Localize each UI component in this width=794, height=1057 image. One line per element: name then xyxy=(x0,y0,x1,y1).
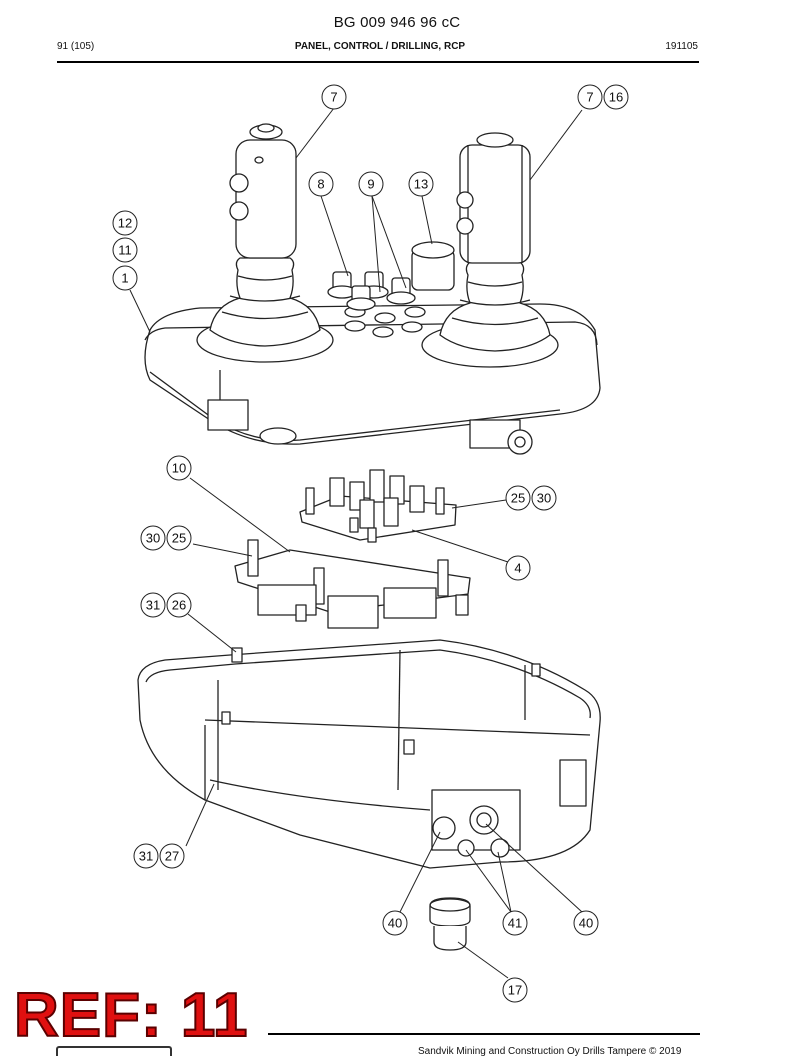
callout-11 xyxy=(112,237,138,263)
callout-label-25b: 25 xyxy=(172,531,186,546)
callout-label-31b: 31 xyxy=(139,849,153,864)
callout-7a xyxy=(321,84,347,110)
callout-27 xyxy=(159,843,185,869)
header-divider xyxy=(57,61,699,63)
left-joystick xyxy=(209,123,321,347)
callout-12 xyxy=(112,210,138,236)
small-circuit-board xyxy=(299,469,457,543)
footer-divider xyxy=(268,1033,700,1035)
right-joystick xyxy=(439,132,551,352)
callout-16 xyxy=(603,84,629,110)
callout-label-26: 26 xyxy=(172,598,186,613)
callout-labels: 7 7 16 8 9 13 12 11 1 10 25 30 30 25 4 3… xyxy=(118,90,623,998)
callout-40b xyxy=(573,910,599,936)
selector-buttons xyxy=(327,241,455,311)
page-number: 91 (105) xyxy=(57,41,95,52)
callout-9 xyxy=(358,171,384,197)
brand-logo xyxy=(56,1046,172,1056)
callout-26 xyxy=(166,592,192,618)
callout-label-40b: 40 xyxy=(579,916,593,931)
callout-label-8: 8 xyxy=(317,177,324,192)
callout-31a xyxy=(140,592,166,618)
callout-13 xyxy=(408,171,434,197)
callout-label-7b: 7 xyxy=(586,90,593,105)
callout-label-1: 1 xyxy=(121,271,128,286)
callout-4 xyxy=(505,555,531,581)
callout-41 xyxy=(502,910,528,936)
callout-label-10: 10 xyxy=(172,461,186,476)
callout-25a xyxy=(505,485,531,511)
callout-1 xyxy=(112,265,138,291)
footer-copyright: Sandvik Mining and Construction Oy Drill… xyxy=(418,1046,682,1057)
callout-7b xyxy=(577,84,603,110)
callout-label-7a: 7 xyxy=(330,90,337,105)
callout-label-17: 17 xyxy=(508,983,522,998)
callout-label-13: 13 xyxy=(414,177,428,192)
document-number: BG 009 946 96 cC xyxy=(333,14,461,31)
page-title: PANEL, CONTROL / DRILLING, RCP xyxy=(294,41,466,52)
callout-30a xyxy=(531,485,557,511)
callout-8 xyxy=(308,171,334,197)
callout-label-30b: 30 xyxy=(146,531,160,546)
callout-17 xyxy=(502,977,528,1003)
cable-gland xyxy=(429,897,471,951)
callout-label-31a: 31 xyxy=(146,598,160,613)
callout-label-4: 4 xyxy=(514,561,521,576)
leader-lines xyxy=(129,107,583,979)
callout-label-30a: 30 xyxy=(537,491,551,506)
document-date: 191105 xyxy=(665,41,698,52)
callout-31b xyxy=(133,843,159,869)
callout-30b xyxy=(140,525,166,551)
callout-label-40a: 40 xyxy=(388,916,402,931)
callout-40a xyxy=(382,910,408,936)
callout-balloons xyxy=(112,84,629,1003)
callout-label-27: 27 xyxy=(165,849,179,864)
callout-label-12: 12 xyxy=(118,216,132,231)
callout-label-41: 41 xyxy=(508,916,522,931)
callout-label-25a: 25 xyxy=(511,491,525,506)
callout-25b xyxy=(166,525,192,551)
reference-stamp: REF: 11 xyxy=(13,981,249,1050)
callout-label-11: 11 xyxy=(118,243,132,258)
large-circuit-board xyxy=(234,539,471,629)
callout-10 xyxy=(166,455,192,481)
callout-label-9: 9 xyxy=(367,177,374,192)
bottom-housing xyxy=(137,639,601,869)
callout-label-16: 16 xyxy=(609,90,623,105)
